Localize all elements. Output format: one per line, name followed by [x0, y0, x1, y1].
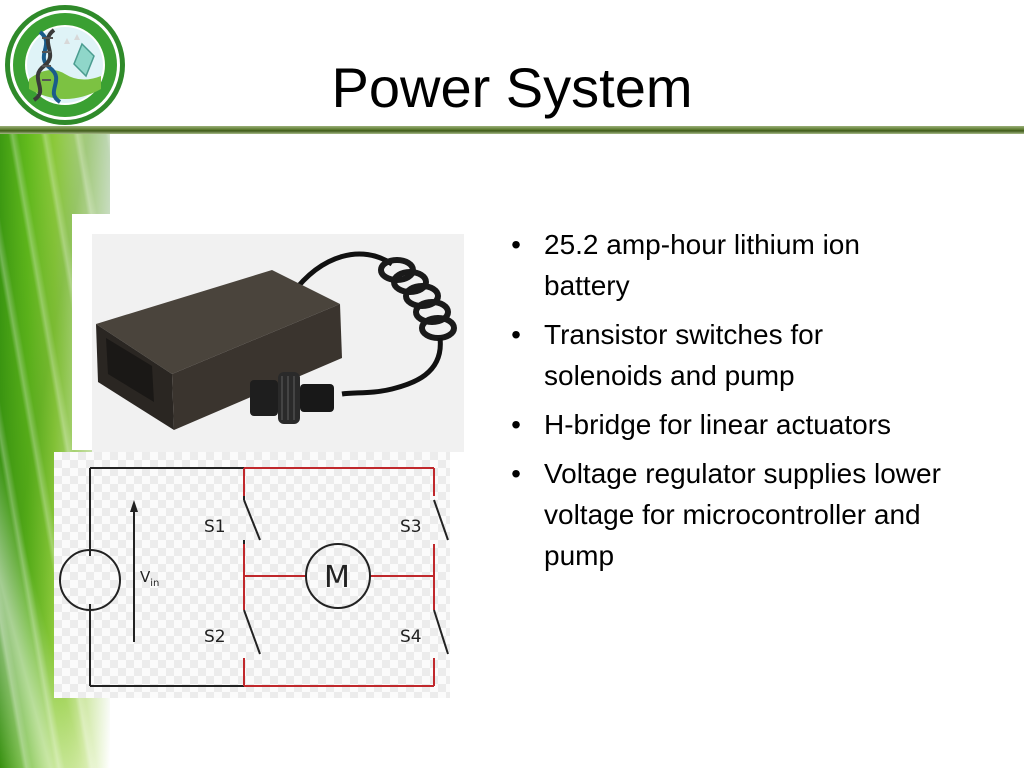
battery-photo	[92, 234, 464, 452]
bullet-item: • Transistor switches for solenoids and p…	[506, 314, 946, 396]
switch-label-s3: S3	[400, 517, 422, 537]
battery-photo-panel	[72, 214, 464, 452]
bullet-glyph: •	[511, 319, 521, 350]
college-seal-icon	[4, 4, 126, 126]
voltage-label: Vin	[140, 568, 159, 589]
bullet-text: Transistor switches for solenoids and pu…	[544, 319, 824, 391]
voltage-subscript: in	[150, 578, 159, 589]
bullet-text: Voltage regulator supplies lower voltage…	[544, 458, 941, 571]
header-divider	[0, 126, 1024, 134]
bullet-item: • Voltage regulator supplies lower voltag…	[506, 453, 946, 576]
bullet-item: • H-bridge for linear actuators	[506, 404, 946, 445]
switch-label-s4: S4	[400, 627, 422, 647]
switch-label-s1: S1	[204, 517, 226, 537]
bullet-glyph: •	[511, 409, 521, 440]
h-bridge-schematic: S1 S3 S2 S4 M Vin	[54, 452, 450, 698]
bullet-text: H-bridge for linear actuators	[544, 409, 892, 440]
slide-title: Power System	[331, 56, 693, 119]
bullet-glyph: •	[511, 458, 521, 489]
motor-label: M	[324, 560, 350, 595]
switch-label-s2: S2	[204, 627, 226, 647]
bullet-text: 25.2 amp-hour lithium ion battery	[544, 229, 860, 301]
bullet-list: • 25.2 amp-hour lithium ion battery • Tran…	[506, 224, 946, 584]
bullet-glyph: •	[511, 229, 521, 260]
bullet-item: • 25.2 amp-hour lithium ion battery	[506, 224, 946, 306]
